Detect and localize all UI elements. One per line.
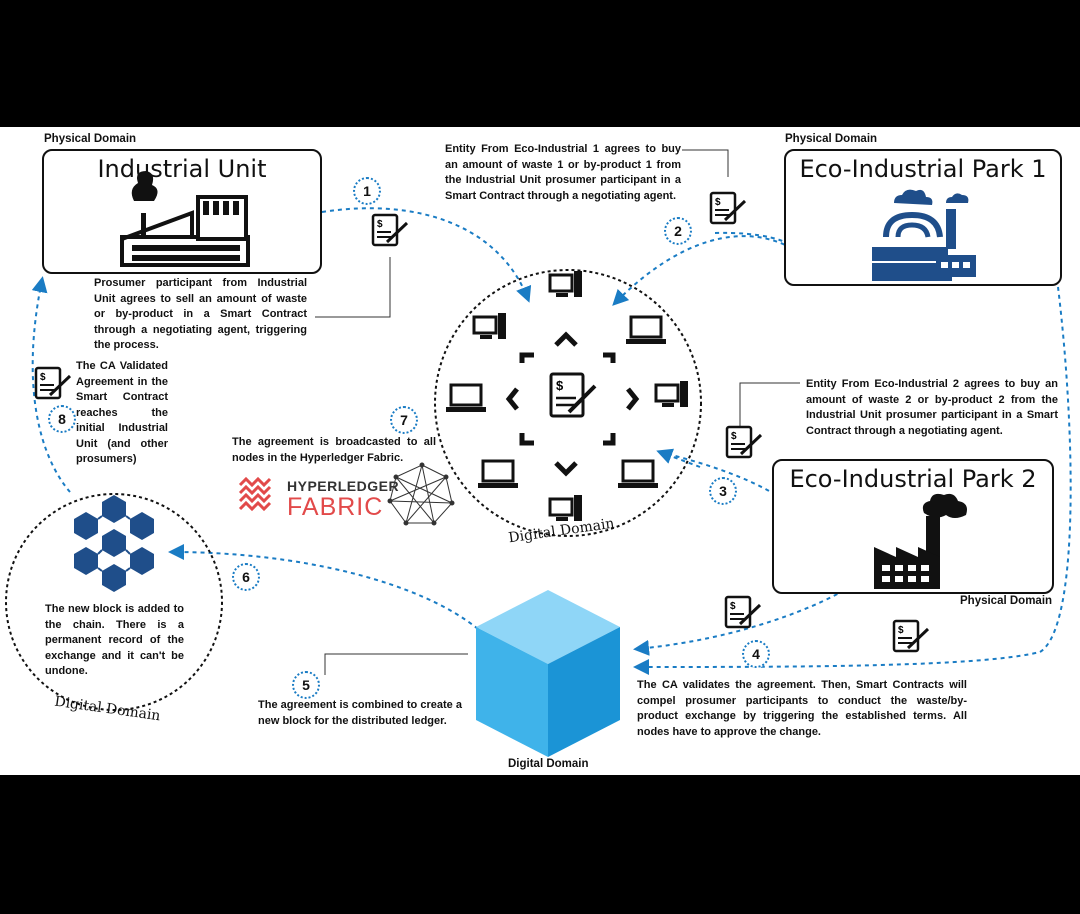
- factory2-icon: [874, 493, 967, 589]
- contract-icon: $: [34, 366, 72, 400]
- step5-text: The agreement is combined to create a ne…: [258, 699, 462, 727]
- callout-t5: [324, 653, 468, 675]
- svg-text:$: $: [731, 431, 737, 442]
- network-icon: [387, 462, 455, 526]
- digital-domain-label: Digital Domain: [508, 758, 589, 770]
- contract-icon: $: [724, 595, 762, 629]
- eco-park-2-box: Eco-Industrial Park 2: [772, 459, 1054, 594]
- arrow-step6: [168, 544, 479, 630]
- laptop-icon: [618, 459, 658, 488]
- factory-icon: [120, 171, 250, 267]
- step4-text: The CA validates the agreement. Then, Sm…: [637, 679, 967, 738]
- diagram-canvas: Physical Domain Physical Domain Physical…: [0, 127, 1080, 775]
- step-number-5: 5: [292, 671, 320, 699]
- computer-icon: [548, 495, 582, 521]
- svg-text:$: $: [40, 372, 46, 383]
- step-number-3: 3: [709, 477, 737, 505]
- svg-text:$: $: [556, 378, 564, 393]
- svg-text:$: $: [715, 197, 721, 208]
- arrow-step8: [31, 276, 71, 493]
- physical-domain-label: Physical Domain: [44, 133, 137, 145]
- contract-icon: $: [549, 372, 597, 418]
- svg-text:$: $: [377, 219, 383, 230]
- laptop-icon: [626, 315, 666, 344]
- arrow-step1: [321, 207, 532, 303]
- hyperledger-icon: [238, 476, 272, 512]
- arrow-step3-b: [656, 448, 701, 468]
- contract-icon: $: [725, 425, 763, 459]
- step-number-2: 2: [664, 217, 692, 245]
- eco-park-1-box: Eco-Industrial Park 1: [784, 149, 1062, 286]
- eco-park-icon: [872, 189, 976, 281]
- callout-t3: [739, 382, 800, 427]
- cube-icon: [476, 590, 620, 757]
- step-number-7: 7: [390, 406, 418, 434]
- laptop-icon: [446, 383, 486, 412]
- contract-icons-layer: $ $ $ $ $ $ $: [34, 191, 930, 757]
- step8-text: The CA Validated Agreement in the Smart …: [76, 360, 168, 465]
- step-number-6: 6: [232, 563, 260, 591]
- step1-text: Prosumer participant from Industrial Uni…: [94, 277, 307, 351]
- step7-text: The agreement is broadcasted to all node…: [232, 436, 436, 464]
- arrow-step4-b: [633, 286, 1072, 675]
- computer-icon: [548, 271, 582, 297]
- laptop-icon: [478, 459, 518, 488]
- blockchain-circle: [5, 493, 223, 711]
- contract-icon: $: [709, 191, 747, 225]
- step-number-8: 8: [48, 405, 76, 433]
- contract-icon: $: [892, 619, 930, 653]
- step6-text: The new block is added to the chain. The…: [45, 603, 184, 677]
- hyperledger-bottom-text: FABRIC: [287, 493, 384, 521]
- physical-domain-label: Physical Domain: [785, 133, 878, 145]
- hyperledger-top-text: HYPERLEDGER: [287, 478, 400, 494]
- physical-domain-label: Physical Domain: [960, 595, 1053, 607]
- computer-icon: [472, 313, 506, 339]
- step-number-1: 1: [353, 177, 381, 205]
- eco-park-2-title: Eco-Industrial Park 2: [789, 465, 1037, 493]
- callout-t1: [315, 257, 391, 318]
- network-circle: [434, 269, 702, 537]
- computer-icon: [654, 381, 688, 407]
- contract-icon: $: [371, 213, 409, 247]
- industrial-unit-title: Industrial Unit: [97, 155, 267, 183]
- blockchain-icon: [74, 495, 154, 592]
- step-number-4: 4: [742, 640, 770, 668]
- step2-text: Entity From Eco-Industrial 1 agrees to b…: [445, 143, 681, 202]
- arrow-step2: [612, 235, 806, 306]
- chevrons-icon: [505, 331, 640, 477]
- callout-t2: [682, 149, 729, 177]
- eco-park-1-title: Eco-Industrial Park 1: [799, 155, 1047, 183]
- industrial-unit-box: Industrial Unit: [42, 149, 322, 274]
- step3-text: Entity From Eco-Industrial 2 agrees to b…: [806, 378, 1058, 437]
- svg-text:$: $: [898, 625, 904, 636]
- svg-text:$: $: [730, 601, 736, 612]
